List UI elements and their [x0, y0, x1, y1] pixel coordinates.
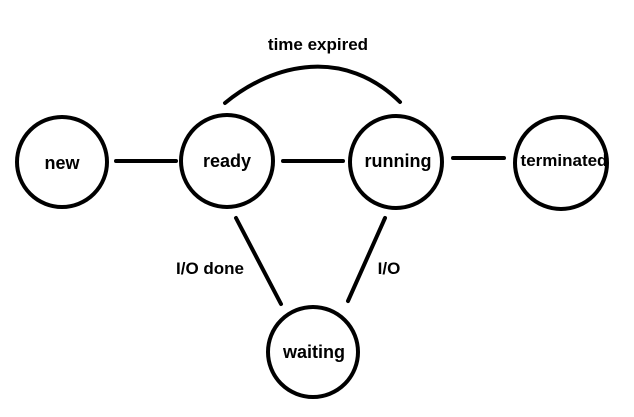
transition-edges — [114, 64, 506, 306]
state-new-node — [15, 115, 109, 209]
state-ready-label: ready — [203, 151, 251, 171]
io-done-label: I/O done — [176, 259, 244, 278]
edge-running-waiting-io — [346, 216, 387, 303]
state-terminated-label: terminated — [521, 151, 608, 170]
state-waiting-label: waiting — [282, 342, 345, 362]
edge-running-ready-time-expired — [223, 64, 402, 105]
state-waiting-node — [266, 305, 360, 399]
time-expired-label: time expired — [268, 35, 368, 54]
io-label: I/O — [378, 259, 401, 278]
state-terminated-node — [513, 115, 609, 211]
state-running-node — [348, 114, 444, 210]
state-ready-node — [179, 113, 275, 209]
state-running-label: running — [365, 151, 432, 171]
state-new-label: new — [44, 153, 80, 173]
state-nodes — [15, 113, 609, 399]
edge-waiting-ready-io-done — [234, 216, 283, 306]
